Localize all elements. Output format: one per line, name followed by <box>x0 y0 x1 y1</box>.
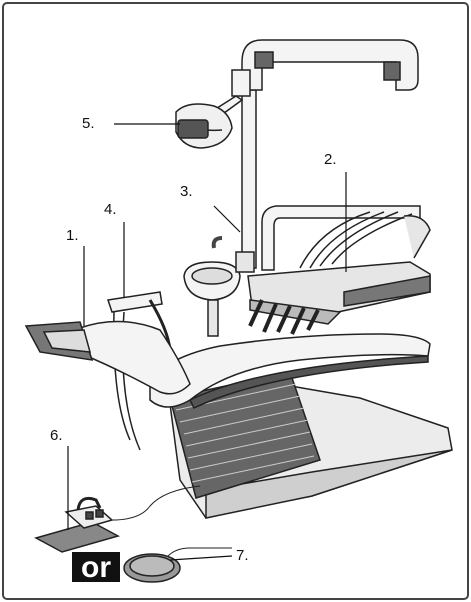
callout-6: 6. <box>50 427 63 444</box>
callout-3: 3. <box>180 183 193 200</box>
foot-control-6 <box>34 485 201 553</box>
foot-control-7 <box>123 547 232 583</box>
cuspidor <box>183 236 255 337</box>
operating-light <box>175 39 419 269</box>
callout-5: 5. <box>82 115 95 132</box>
callout-4: 4. <box>104 201 117 218</box>
callout-7: 7. <box>236 547 249 564</box>
or-badge: or <box>72 551 120 584</box>
patient-chair <box>24 320 453 519</box>
dentist-element <box>247 205 431 335</box>
callout-labels <box>67 123 347 561</box>
callout-1: 1. <box>66 227 79 244</box>
callout-2: 2. <box>324 151 337 168</box>
svg-text:or: or <box>81 551 111 584</box>
